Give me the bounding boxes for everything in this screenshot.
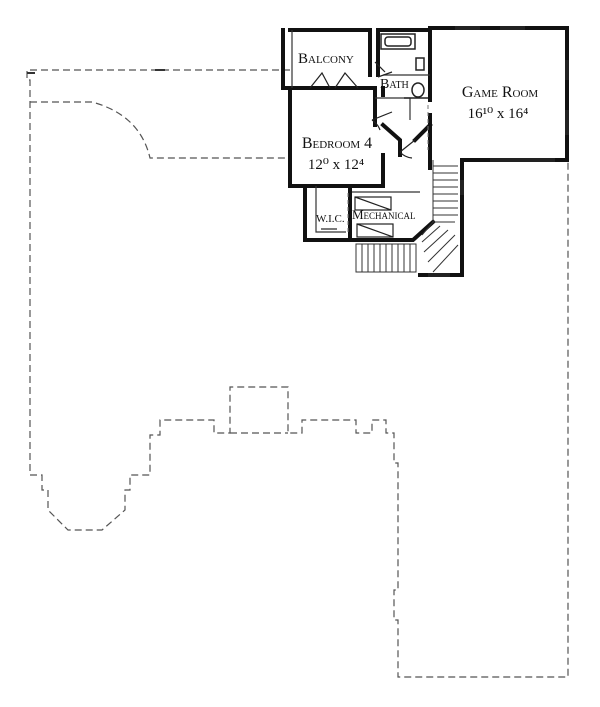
inner-dashed-lines <box>347 105 429 232</box>
upper-floor-walls <box>281 26 569 277</box>
wic-label: W.I.C. <box>316 213 345 225</box>
lower-floor-outline <box>26 69 569 678</box>
mechanical-label: Mechanical <box>352 207 416 222</box>
game-room-dims: 16¹⁰ x 16⁴ <box>468 106 529 122</box>
balcony-doors <box>309 71 359 89</box>
game-room-label: Game Room <box>462 84 539 101</box>
bedroom-4-dims: 12⁰ x 12⁴ <box>308 157 364 173</box>
bedroom-4-label: Bedroom 4 <box>302 135 372 152</box>
mechanical-units <box>321 196 394 238</box>
bathtub <box>380 33 428 99</box>
dashed-line-ticks <box>27 69 165 74</box>
door-swings <box>371 61 416 159</box>
windows <box>428 26 569 277</box>
bath-label: Bath <box>380 77 409 92</box>
staircase <box>355 160 459 273</box>
balcony-label: Balcony <box>298 51 354 67</box>
